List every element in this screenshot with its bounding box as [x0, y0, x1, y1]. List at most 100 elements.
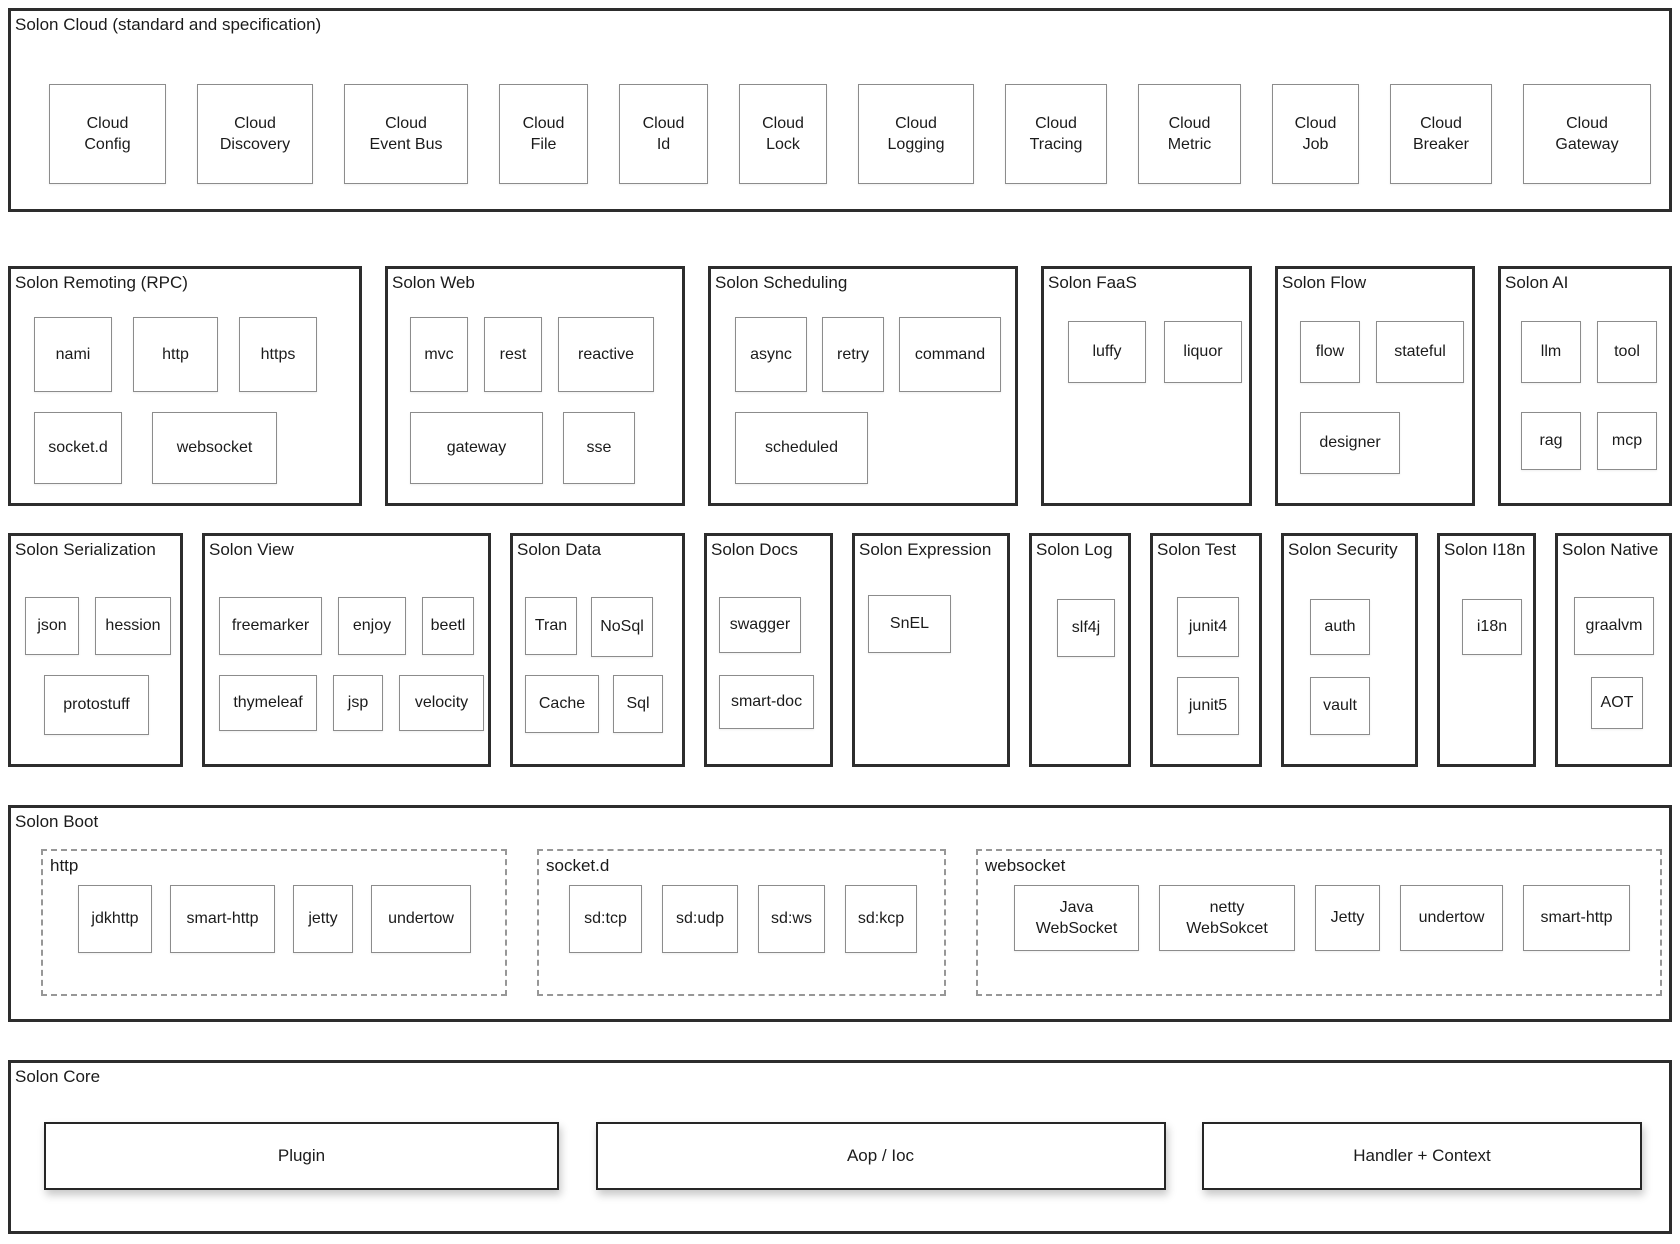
panel-title-solon-security: Solon Security: [1288, 540, 1398, 559]
module-cloud-event-bus: Cloud Event Bus: [344, 84, 468, 185]
panel-solon-flow: Solon Flow flow stateful designer: [1275, 266, 1475, 506]
section-solon-boot: Solon Boot http jdkhttp smart-http jetty…: [8, 805, 1672, 1022]
module-cloud-gateway: Cloud Gateway: [1523, 84, 1651, 185]
boot-group-label-http: http: [50, 856, 79, 876]
module-llm: llm: [1521, 321, 1581, 384]
module-http: http: [133, 317, 218, 393]
module-snel: SnEL: [868, 595, 951, 654]
module-graalvm: graalvm: [1574, 597, 1654, 656]
module-cloud-discovery: Cloud Discovery: [197, 84, 313, 185]
module-i18n: i18n: [1462, 599, 1522, 656]
module-handler-context: Handler + Context: [1202, 1122, 1642, 1191]
boot-group-websocket: websocket Java WebSocket netty WebSokcet…: [976, 849, 1662, 997]
module-cloud-config: Cloud Config: [49, 84, 166, 185]
boot-groups: http jdkhttp smart-http jetty undertow s…: [11, 849, 1669, 997]
panel-solon-view: Solon View freemarker enjoy beetl thymel…: [202, 533, 491, 767]
module-sd-tcp: sd:tcp: [569, 885, 642, 954]
module-nosql: NoSql: [591, 597, 653, 658]
module-ws-undertow: undertow: [1400, 885, 1503, 952]
module-gateway: gateway: [410, 412, 543, 485]
panel-title-solon-view: Solon View: [209, 540, 294, 559]
module-async: async: [735, 317, 807, 393]
module-plugin: Plugin: [44, 1122, 559, 1191]
module-thymeleaf: thymeleaf: [219, 675, 317, 732]
module-socket-d: socket.d: [34, 412, 122, 485]
section-title-solon-cloud: Solon Cloud (standard and specification): [15, 15, 322, 34]
module-freemarker: freemarker: [219, 597, 322, 656]
module-jsp: jsp: [333, 675, 383, 732]
panel-title-solon-expression: Solon Expression: [859, 540, 992, 559]
module-cloud-breaker: Cloud Breaker: [1390, 84, 1492, 185]
module-flow: flow: [1300, 321, 1360, 384]
module-designer: designer: [1300, 412, 1400, 475]
panel-title-solon-faas: Solon FaaS: [1048, 273, 1137, 292]
panel-solon-log: Solon Log slf4j: [1029, 533, 1131, 767]
boot-group-label-websocket: websocket: [985, 856, 1066, 876]
module-rest: rest: [484, 317, 542, 393]
module-mvc: mvc: [410, 317, 468, 393]
panel-solon-data: Solon Data Tran NoSql Cache Sql: [510, 533, 685, 767]
module-aop-ioc: Aop / Ioc: [595, 1122, 1166, 1191]
module-netty-websocket: netty WebSokcet: [1159, 885, 1295, 952]
panel-title-solon-serialization: Solon Serialization: [15, 540, 156, 559]
panel-solon-docs: Solon Docs swagger smart-doc: [704, 533, 833, 767]
module-websocket: websocket: [152, 412, 277, 485]
module-protostuff: protostuff: [44, 675, 149, 736]
module-cache: Cache: [525, 675, 599, 734]
module-java-websocket: Java WebSocket: [1014, 885, 1139, 952]
module-tran: Tran: [525, 597, 577, 656]
module-sse: sse: [563, 412, 635, 485]
module-vault: vault: [1310, 677, 1370, 736]
module-ws-smart-http: smart-http: [1523, 885, 1630, 952]
boot-group-socketd: socket.d sd:tcp sd:udp sd:ws sd:kcp: [537, 849, 946, 997]
module-cloud-id: Cloud Id: [619, 84, 708, 185]
module-cloud-tracing: Cloud Tracing: [1005, 84, 1107, 185]
row-serialization-to-native: Solon Serialization json hession protost…: [8, 533, 1672, 767]
panel-title-solon-ai: Solon AI: [1505, 273, 1569, 292]
panel-title-solon-docs: Solon Docs: [711, 540, 798, 559]
module-sd-ws: sd:ws: [758, 885, 825, 954]
module-aot: AOT: [1591, 677, 1643, 730]
panel-solon-expression: Solon Expression SnEL: [852, 533, 1010, 767]
module-mcp: mcp: [1597, 412, 1657, 471]
panel-solon-faas: Solon FaaS luffy liquor: [1041, 266, 1252, 506]
module-cloud-file: Cloud File: [499, 84, 588, 185]
panel-title-solon-log: Solon Log: [1036, 540, 1113, 559]
module-cloud-job: Cloud Job: [1272, 84, 1359, 185]
panel-solon-serialization: Solon Serialization json hession protost…: [8, 533, 183, 767]
section-title-solon-core: Solon Core: [15, 1067, 101, 1086]
module-enjoy: enjoy: [338, 597, 406, 656]
module-cloud-metric: Cloud Metric: [1138, 84, 1241, 185]
module-json: json: [25, 597, 79, 656]
module-luffy: luffy: [1068, 321, 1146, 384]
module-liquor: liquor: [1164, 321, 1242, 384]
module-boot-jetty: jetty: [293, 885, 353, 954]
module-sd-kcp: sd:kcp: [845, 885, 917, 954]
module-cloud-lock: Cloud Lock: [739, 84, 827, 185]
panel-solon-remoting: Solon Remoting (RPC) nami http https soc…: [8, 266, 362, 506]
row-remoting-web-scheduling: Solon Remoting (RPC) nami http https soc…: [8, 266, 1672, 506]
panel-title-solon-data: Solon Data: [517, 540, 602, 559]
module-swagger: swagger: [719, 597, 801, 654]
panel-title-solon-flow: Solon Flow: [1282, 273, 1367, 292]
panel-title-solon-test: Solon Test: [1157, 540, 1237, 559]
module-junit5: junit5: [1177, 677, 1239, 736]
module-retry: retry: [822, 317, 884, 393]
module-sql: Sql: [613, 675, 663, 734]
module-auth: auth: [1310, 599, 1370, 656]
module-scheduled: scheduled: [735, 412, 868, 485]
module-ws-jetty: Jetty: [1315, 885, 1380, 952]
panel-title-solon-scheduling: Solon Scheduling: [715, 273, 848, 292]
module-rag: rag: [1521, 412, 1581, 471]
module-boot-undertow: undertow: [371, 885, 471, 954]
module-stateful: stateful: [1376, 321, 1464, 384]
module-velocity: velocity: [399, 675, 484, 732]
section-solon-cloud: Solon Cloud (standard and specification)…: [8, 8, 1672, 212]
module-sd-udp: sd:udp: [662, 885, 738, 954]
panel-solon-test: Solon Test junit4 junit5: [1150, 533, 1262, 767]
panel-solon-web: Solon Web mvc rest reactive gateway sse: [385, 266, 685, 506]
module-smart-doc: smart-doc: [719, 675, 814, 730]
module-junit4: junit4: [1177, 597, 1239, 658]
panel-title-solon-remoting: Solon Remoting (RPC): [15, 273, 188, 292]
